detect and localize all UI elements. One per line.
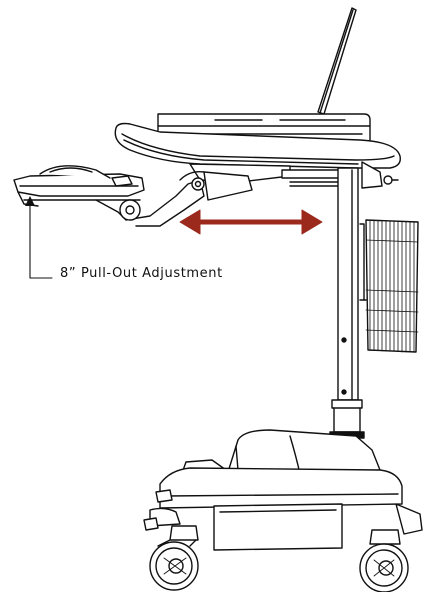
caster-wheel-icon	[149, 525, 199, 591]
work-surface	[114, 122, 401, 169]
articulating-arm	[95, 170, 253, 227]
laptop	[317, 7, 357, 115]
base-housing	[143, 429, 423, 551]
callout-label: 8” Pull-Out Adjustment	[60, 266, 223, 281]
keyboard-tray	[13, 165, 145, 207]
column	[329, 167, 365, 439]
side-knob	[361, 161, 399, 189]
wire-basket	[363, 219, 419, 353]
caster-wheel-icon	[359, 529, 409, 592]
double-headed-arrow-icon	[179, 209, 323, 235]
callout-leader	[25, 196, 53, 279]
